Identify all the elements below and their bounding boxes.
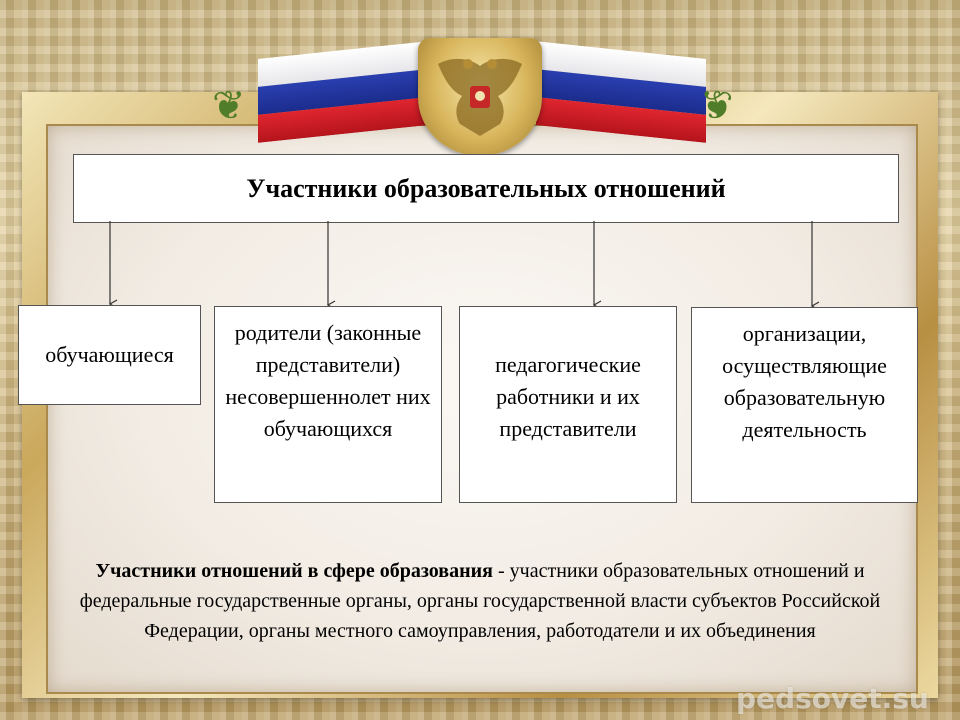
participant-box-teachers: педагогические работники и их представит… <box>459 306 677 503</box>
participant-box-students: обучающиеся <box>18 305 201 405</box>
diagram-title: Участники образовательных отношений <box>73 154 899 223</box>
definition-paragraph: Участники отношений в сфере образования … <box>60 556 900 646</box>
participant-box-organizations: организации, осуществляющие образователь… <box>691 307 918 503</box>
definition-text: - участники образовательных отношений и … <box>79 560 881 642</box>
laurel-branch-icon: ❦ <box>212 83 246 128</box>
definition-term: Участники отношений в сфере образования <box>95 560 493 582</box>
participant-box-parents: родители (законные представители) несове… <box>214 306 442 503</box>
coat-of-arms-icon <box>418 38 542 156</box>
watermark: pedsovet.su <box>736 682 929 715</box>
